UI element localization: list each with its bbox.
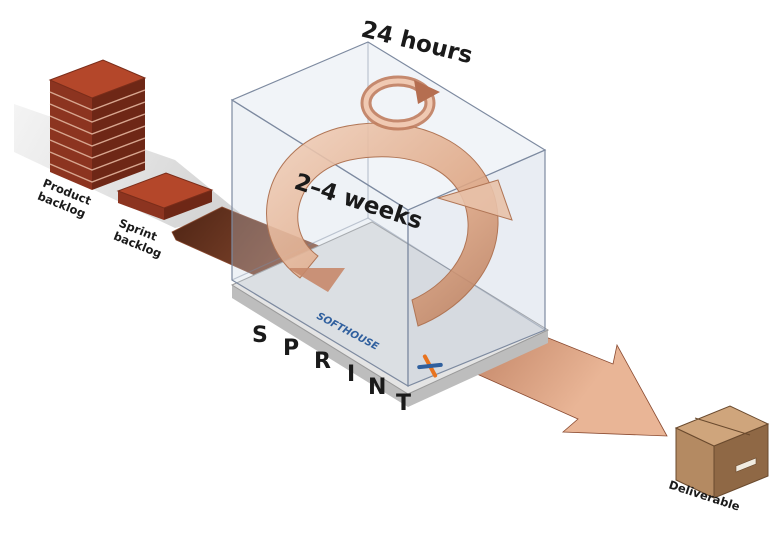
x-logo-icon: [417, 354, 443, 378]
sprint-letter-i: I: [347, 362, 355, 387]
sprint-letter-p: P: [283, 336, 299, 361]
sprint-letter-s: S: [252, 323, 268, 348]
sprint-letter-r: R: [314, 349, 331, 374]
sprint-backlog-tile: [116, 172, 214, 220]
deliverable-package: [674, 405, 770, 499]
sprint-letter-n: N: [368, 375, 386, 400]
daily-cycle-arrow-icon: [360, 75, 440, 131]
product-backlog-stack: [48, 59, 147, 190]
sprint-cycle-arrow-icon: [266, 122, 513, 327]
sprint-letter-t: T: [396, 391, 411, 416]
